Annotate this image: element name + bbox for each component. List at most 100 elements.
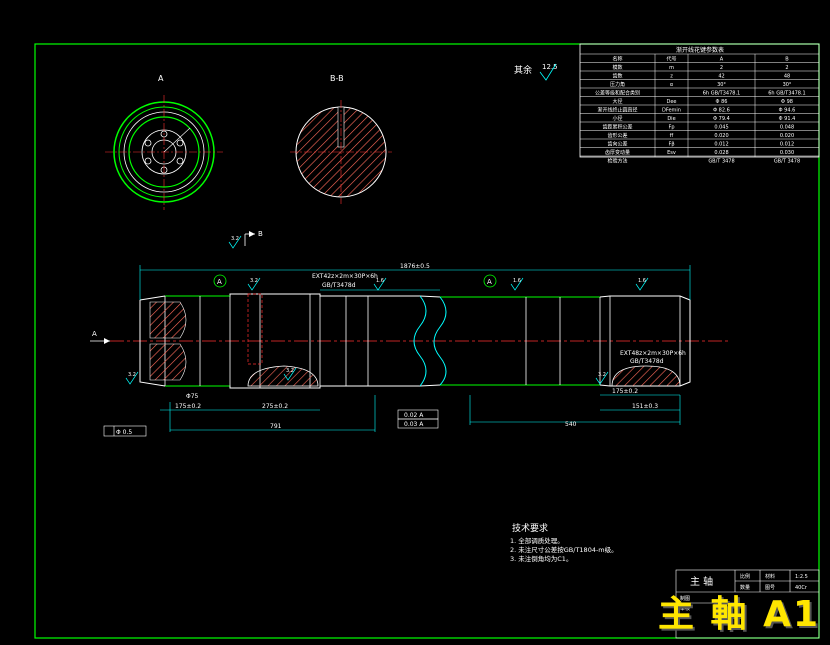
param-table-cell: GB/T 3478 — [708, 159, 734, 165]
param-table-cell: Die — [667, 116, 675, 122]
standard-b: GB/T3478d — [630, 358, 664, 365]
param-table-cell: 0.020 — [780, 133, 794, 139]
param-table-cell: 大径 — [612, 98, 622, 105]
roughness-symbol — [125, 371, 139, 385]
param-table-cell: Esv — [667, 150, 676, 156]
tol-right-2: 0.03 A — [404, 421, 424, 428]
roughness-symbol — [510, 277, 524, 291]
roughness-symbol — [283, 367, 297, 381]
svg-text:数量: 数量 — [740, 584, 750, 591]
dimensions — [139, 265, 691, 432]
roughness-value: 3.2 — [286, 368, 294, 374]
watermark: 主 軸 A1 — [658, 594, 820, 635]
param-table-cell: Φ 79.4 — [713, 116, 730, 122]
param-table-cell: DFemin — [662, 108, 681, 114]
tech-req-3: 3. 未注倒角均为C1。 — [510, 554, 572, 563]
param-table-cell: Φ 86 — [716, 99, 728, 105]
dim-540: 540 — [565, 421, 577, 428]
param-table-cell: Fp — [668, 125, 674, 131]
param-table-cell: 6h GB/T3478.1 — [768, 91, 805, 97]
dimension-texts: 1876±0.5 EXT42z×2m×30P×6h GB/T3478d EXT4… — [175, 263, 686, 430]
param-table-cell: ff — [670, 133, 674, 139]
param-table-cell: 0.020 — [714, 133, 728, 139]
shaft-main-view: A B A A — [90, 230, 730, 389]
param-table-title: 渐开线花键参数表 — [676, 46, 724, 54]
param-table-cell: 模数 — [612, 64, 622, 71]
dim-151: 151±0.3 — [632, 403, 658, 410]
tolerance-frames: Φ 0.5 0.02 A 0.03 A — [103, 409, 439, 437]
svg-text:图号: 图号 — [765, 585, 775, 591]
svg-text:比例: 比例 — [740, 573, 750, 580]
param-table-cell: 0.048 — [780, 125, 794, 131]
param-table-cell: 齿厚变动量 — [605, 149, 630, 156]
param-table-cell: 齿形公差 — [607, 132, 627, 139]
param-table-cell: 6h GB/T3478.1 — [703, 91, 740, 97]
param-table-cell: 0.028 — [714, 150, 728, 156]
param-table-cell: 检验方法 — [607, 158, 627, 165]
roughness-symbol — [373, 277, 387, 291]
roughness-symbol — [595, 371, 609, 385]
param-table-cell: α — [670, 82, 674, 88]
tech-req-2: 2. 未注尺寸公差按GB/T1804-m级。 — [510, 545, 618, 554]
param-table-header: B — [785, 57, 789, 63]
roughness-value: 3.2 — [128, 372, 136, 378]
svg-text:A: A — [217, 278, 222, 286]
param-table-cell: 42 — [718, 74, 724, 80]
tol-right-1: 0.02 A — [404, 412, 424, 419]
svg-text:审核: 审核 — [680, 605, 690, 612]
svg-text:40Cr: 40Cr — [795, 585, 808, 591]
view-arrow-a: A — [92, 330, 97, 338]
svg-text:制图: 制图 — [680, 595, 690, 602]
param-table-cell: 公差等级和配合类别 — [595, 90, 640, 97]
tech-requirements: 技术要求 1. 全部调质处理。 2. 未注尺寸公差按GB/T1804-m级。 3… — [510, 522, 618, 563]
title-block-text: 主 轴 比例 数量 材料 图号 1:2.5 40Cr 制图 审核 — [680, 573, 808, 612]
tech-req-1: 1. 全部调质处理。 — [510, 536, 564, 545]
roughness-note-prefix: 其余 — [514, 64, 532, 76]
param-table-cell: GB/T 3478 — [774, 159, 800, 165]
dim-791: 791 — [270, 423, 282, 430]
tol-left: Φ 0.5 — [116, 429, 132, 436]
param-table-cell: 小径 — [612, 115, 622, 122]
svg-text:材料: 材料 — [765, 573, 775, 580]
param-table-cell: Φ 82.6 — [713, 108, 730, 114]
standard-a: GB/T3478d — [322, 282, 356, 289]
param-table-cell: Dee — [666, 99, 676, 105]
datum-a-marks: A A — [213, 274, 497, 288]
param-table-cell: 齿数 — [612, 73, 622, 80]
view-a-label: A — [158, 74, 164, 83]
param-table-cell: Fβ — [668, 142, 674, 148]
dim-175b: 175±0.2 — [612, 388, 638, 395]
svg-text:A: A — [487, 278, 492, 286]
dim-phi75: Φ75 — [186, 393, 199, 400]
roughness-value: 3.2 — [250, 278, 258, 284]
roughness-note-value: 12.5 — [542, 63, 558, 71]
spline-b-spec: EXT48z×2m×30P×6h — [620, 350, 686, 357]
roughness-value: 3.2 — [231, 236, 239, 242]
param-table-header: A — [720, 57, 724, 63]
param-table-cell: Φ 94.6 — [779, 108, 796, 114]
param-table-cell: Φ 91.4 — [779, 116, 796, 122]
view-a: A — [105, 74, 223, 210]
roughness-symbol — [635, 277, 649, 291]
param-table-cell: 2 — [785, 65, 788, 71]
view-bb: B-B — [290, 74, 392, 204]
roughness-value: 1.6 — [513, 278, 521, 284]
part-name: 主 轴 — [690, 575, 713, 588]
roughness-note: 其余 12.5 — [514, 63, 558, 81]
overall-length: 1876±0.5 — [400, 263, 430, 270]
outer-frame — [34, 43, 820, 639]
param-table-header: 代号 — [666, 56, 676, 63]
view-bb-label: B-B — [330, 74, 344, 83]
spline-a-spec: EXT42z×2m×30P×6h — [312, 273, 378, 280]
param-table-cell: z — [670, 74, 673, 80]
param-table-header: 名称 — [612, 56, 622, 63]
dim-275: 275±0.2 — [262, 403, 288, 410]
tech-req-title: 技术要求 — [512, 522, 548, 534]
param-table-cell: 0.012 — [714, 142, 728, 148]
roughness-value: 1.6 — [376, 278, 384, 284]
param-table-cell: 0.045 — [714, 125, 728, 131]
dim-175a: 175±0.2 — [175, 403, 201, 410]
